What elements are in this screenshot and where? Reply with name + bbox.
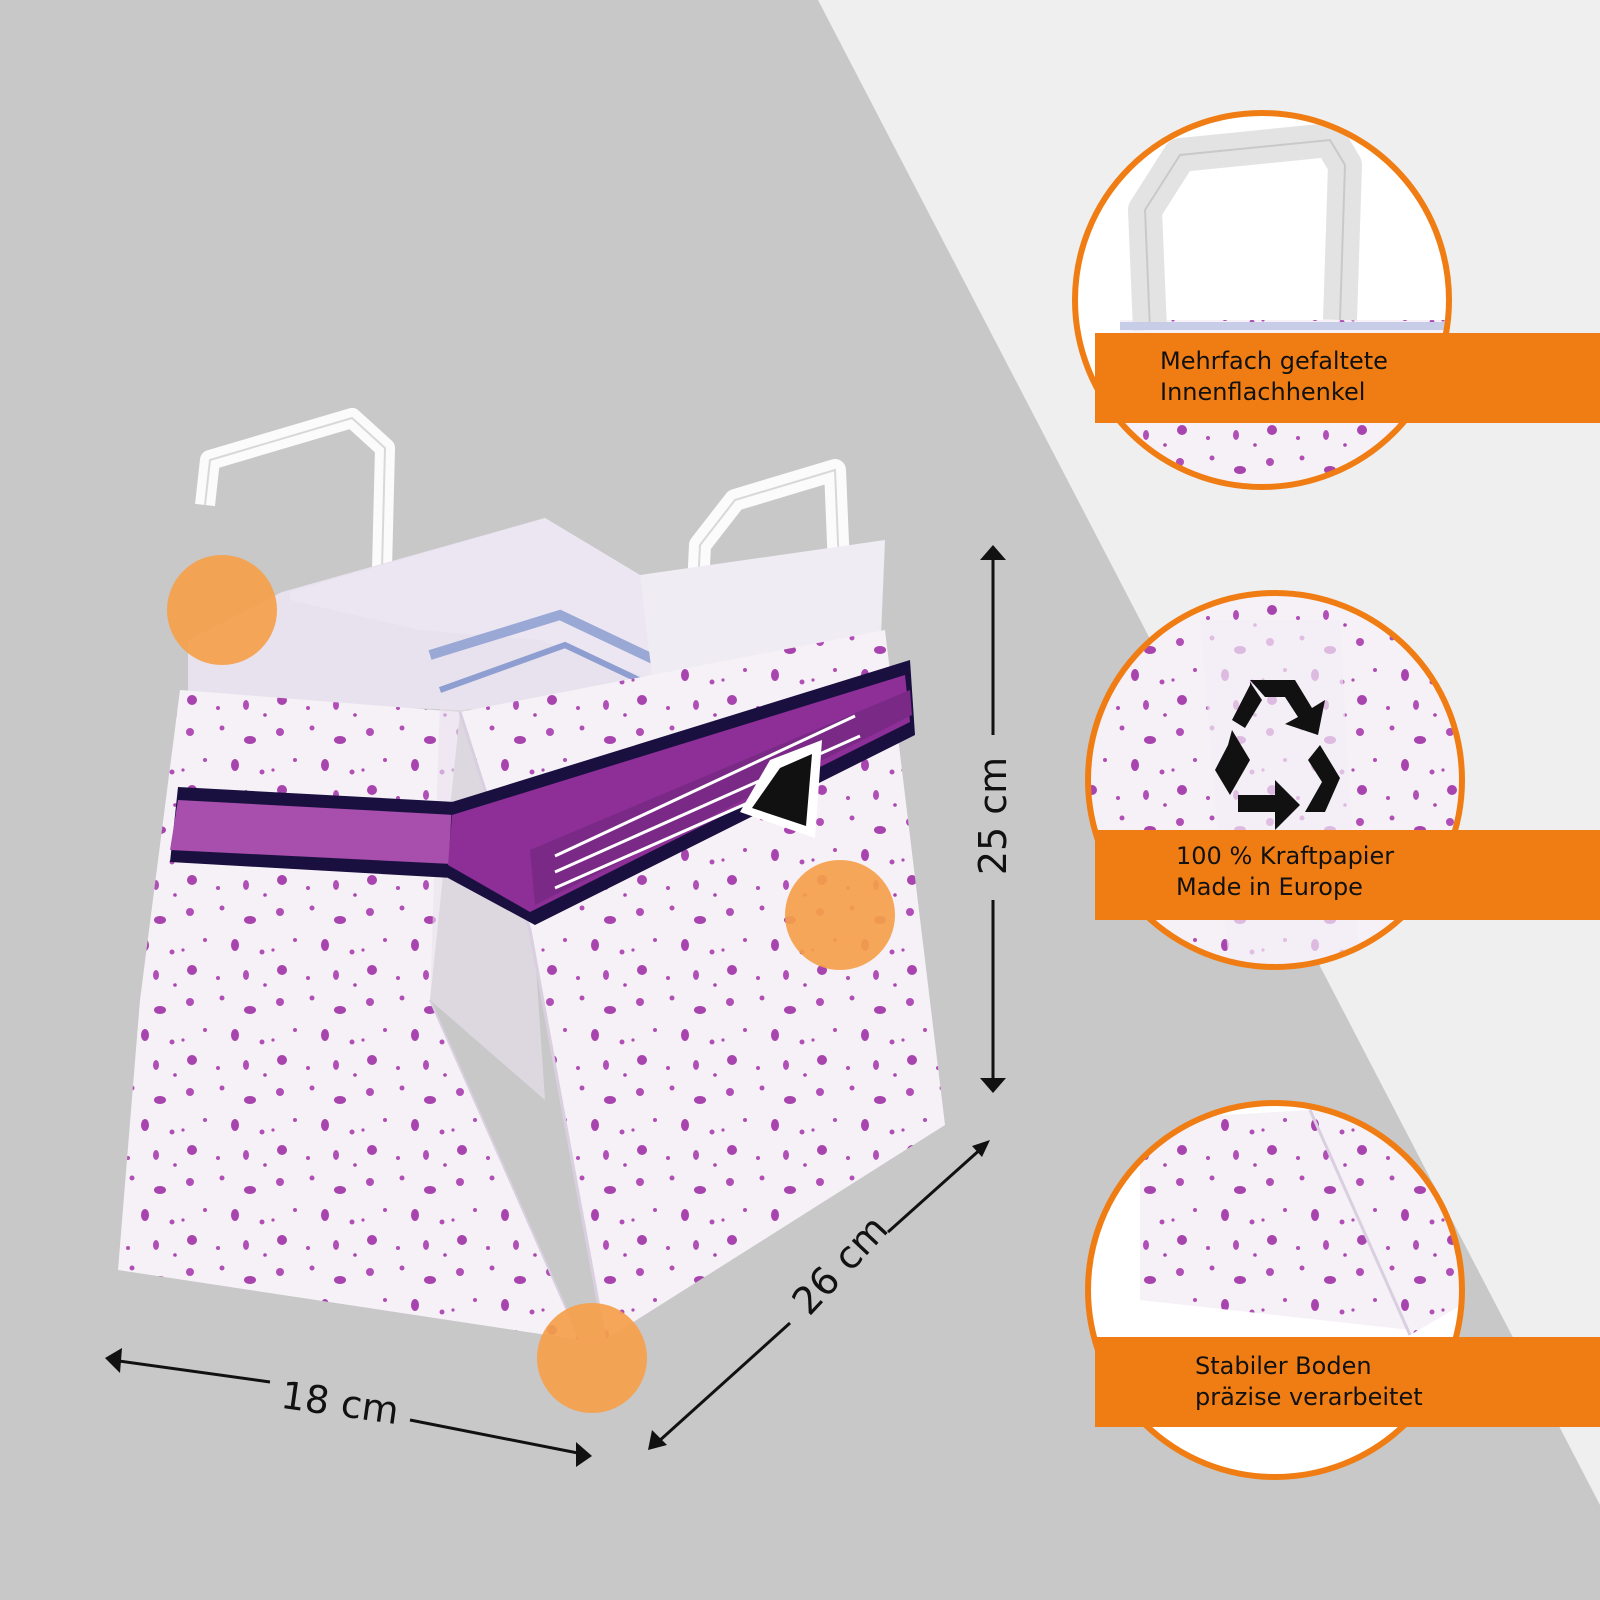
callout-bottom: [1085, 1100, 1600, 1480]
width-arrow: [105, 1348, 592, 1467]
feature-banner: [1095, 1337, 1600, 1427]
feature-line: 100 % Kraftpapier: [1176, 842, 1395, 870]
paper-bag: [118, 408, 945, 1341]
feature-banner: [1095, 830, 1600, 920]
feature-line: Stabiler Boden: [1195, 1352, 1372, 1380]
recycle-icon: [1215, 680, 1340, 830]
callout-material: [1085, 590, 1600, 970]
feature-text-material: 100 % Kraftpapier Made in Europe: [1176, 841, 1394, 903]
marker-dot-bottom: [537, 1303, 647, 1413]
height-arrow: [980, 545, 1006, 1093]
feature-line: Innenflachhenkel: [1160, 378, 1366, 406]
feature-line: Mehrfach gefaltete: [1160, 347, 1388, 375]
feature-line: Made in Europe: [1176, 873, 1363, 901]
marker-dot-print: [785, 860, 895, 970]
feature-line: präzise verarbeitet: [1195, 1383, 1423, 1411]
feature-banner: [1095, 333, 1600, 423]
depth-arrow: [648, 1140, 990, 1450]
callout-handle: [1072, 110, 1600, 490]
marker-dot-handle: [167, 555, 277, 665]
feature-text-bottom: Stabiler Boden präzise verarbeitet: [1195, 1351, 1423, 1413]
height-label: 25 cm: [971, 756, 1015, 876]
feature-text-handle: Mehrfach gefaltete Innenflachhenkel: [1160, 346, 1388, 408]
